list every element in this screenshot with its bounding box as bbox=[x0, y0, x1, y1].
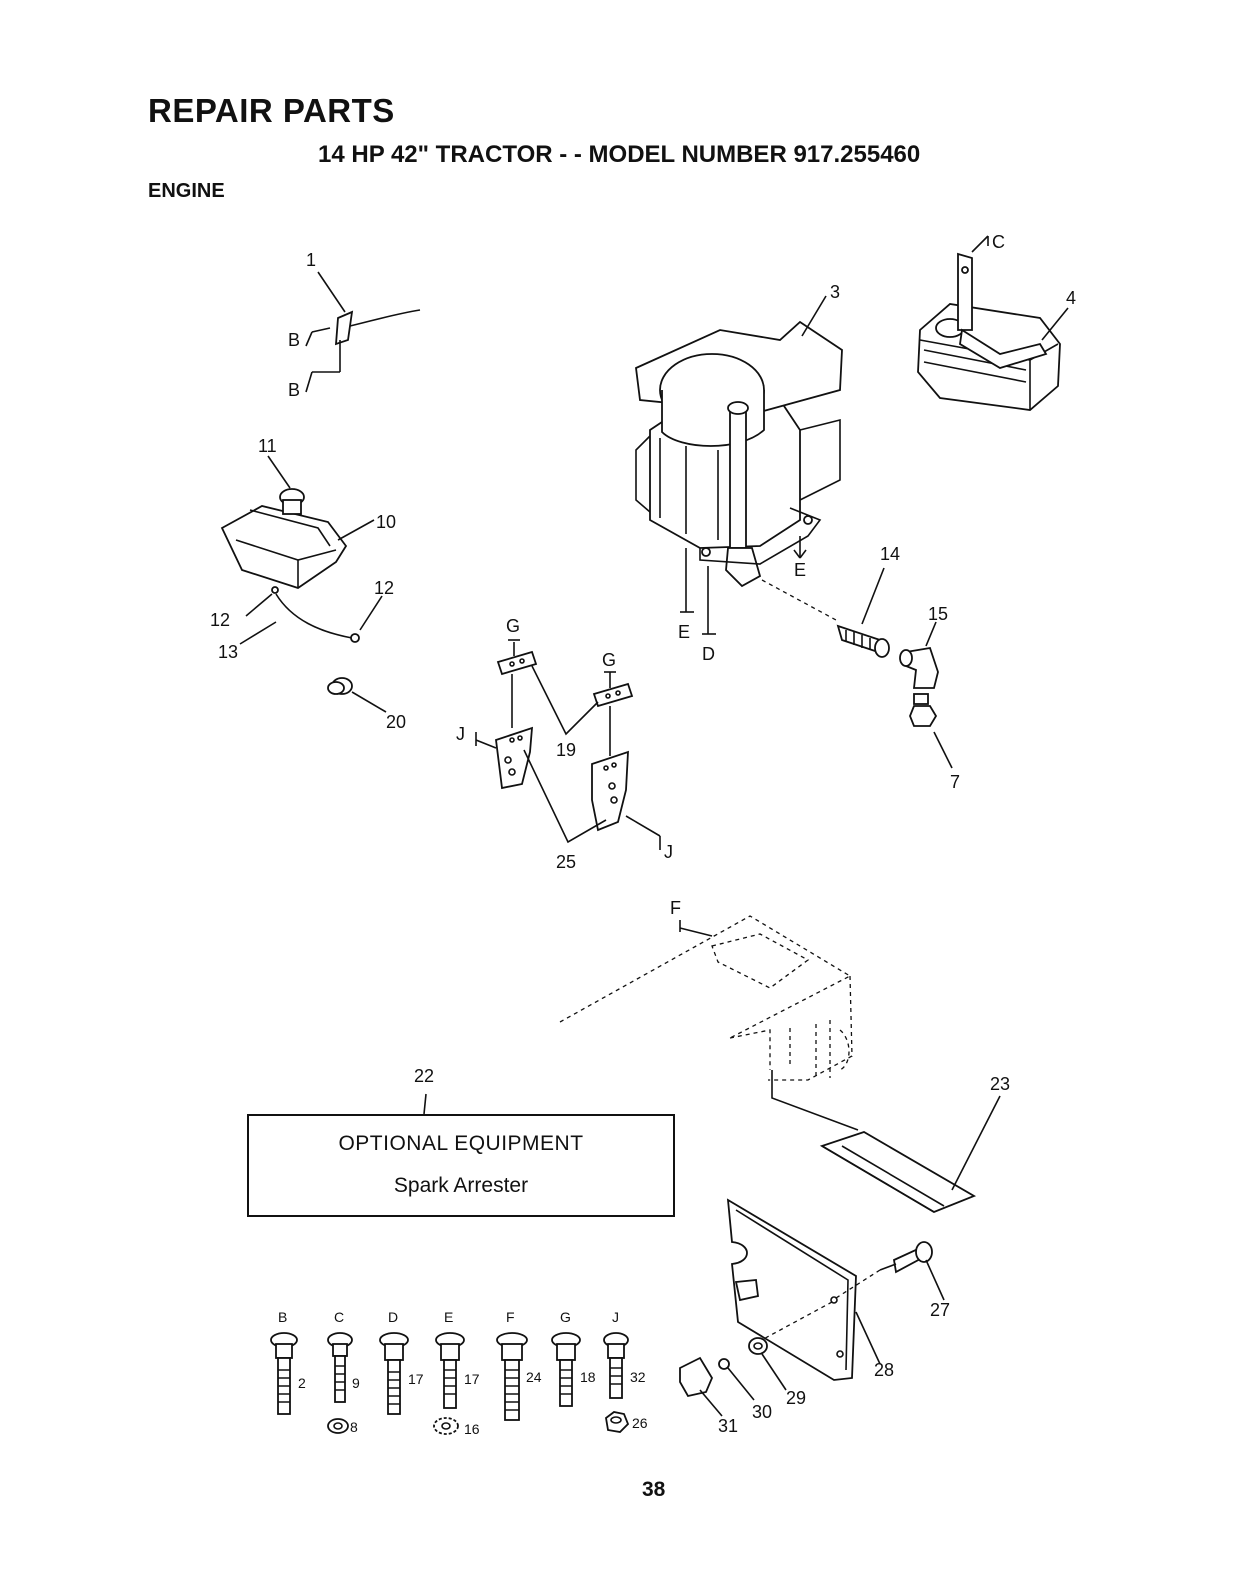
callout-31: 31 bbox=[718, 1416, 738, 1436]
key-letter-f: F bbox=[506, 1309, 515, 1325]
callout-30: 30 bbox=[752, 1402, 772, 1422]
callout-22-leader bbox=[424, 1094, 426, 1114]
key-letter-d: D bbox=[388, 1309, 398, 1325]
key-letter-g: G bbox=[560, 1309, 571, 1325]
callout-12-left: 12 bbox=[210, 610, 230, 630]
key-part-24: 24 bbox=[526, 1369, 542, 1385]
bolt-b bbox=[271, 1333, 297, 1414]
key-letter-c: C bbox=[334, 1309, 344, 1325]
key-part-18: 18 bbox=[580, 1369, 596, 1385]
ref-c: C bbox=[992, 232, 1005, 252]
hardware-key bbox=[271, 1333, 628, 1434]
callout-28: 28 bbox=[874, 1360, 894, 1380]
callout-27: 27 bbox=[930, 1300, 950, 1320]
callout-25: 25 bbox=[556, 852, 576, 872]
ref-e-right: E bbox=[794, 560, 806, 580]
key-part-2: 2 bbox=[298, 1375, 306, 1391]
key-part-17-e: 17 bbox=[464, 1371, 480, 1387]
callout-29: 29 bbox=[786, 1388, 806, 1408]
engine-part bbox=[636, 296, 842, 634]
callout-19: 19 bbox=[556, 740, 576, 760]
key-washer-8: 8 bbox=[350, 1419, 358, 1435]
callout-7: 7 bbox=[950, 772, 960, 792]
bolt-f bbox=[497, 1333, 527, 1420]
callout-11: 11 bbox=[258, 436, 277, 456]
ref-g-left: G bbox=[506, 616, 520, 636]
key-letter-b: B bbox=[278, 1309, 287, 1325]
callout-12-right: 12 bbox=[374, 578, 394, 598]
callout-15: 15 bbox=[928, 604, 948, 624]
ref-b-lower: B bbox=[288, 380, 300, 400]
ref-e-left: E bbox=[678, 622, 690, 642]
ref-j-left: J bbox=[456, 724, 465, 744]
callout-10: 10 bbox=[376, 512, 396, 532]
fuel-tank-part bbox=[222, 456, 386, 712]
bolt-d bbox=[380, 1333, 408, 1414]
callout-23: 23 bbox=[990, 1074, 1010, 1094]
callout-20: 20 bbox=[386, 712, 406, 732]
key-part-17-d: 17 bbox=[408, 1371, 424, 1387]
fittings-part bbox=[838, 568, 952, 768]
callout-13: 13 bbox=[218, 642, 238, 662]
ref-d: D bbox=[702, 644, 715, 664]
spark-arrester-plate-part bbox=[680, 1200, 944, 1416]
ref-g-right: G bbox=[602, 650, 616, 670]
callout-3: 3 bbox=[830, 282, 840, 302]
frame-outline-part bbox=[560, 916, 1000, 1212]
bolt-e bbox=[434, 1333, 464, 1434]
ref-j-right: J bbox=[664, 842, 673, 862]
callout-1: 1 bbox=[306, 250, 316, 270]
throttle-cable-part bbox=[306, 272, 420, 392]
bolt-c bbox=[328, 1333, 352, 1433]
bolt-g bbox=[552, 1333, 580, 1406]
callout-22: 22 bbox=[414, 1066, 434, 1086]
callout-14: 14 bbox=[880, 544, 900, 564]
key-letter-j: J bbox=[612, 1309, 619, 1325]
muffler-part bbox=[918, 236, 1068, 410]
key-letter-e: E bbox=[444, 1309, 453, 1325]
ref-b-upper: B bbox=[288, 330, 300, 350]
callout-4: 4 bbox=[1066, 288, 1076, 308]
key-part-32: 32 bbox=[630, 1369, 646, 1385]
key-part-9: 9 bbox=[352, 1375, 360, 1391]
bolt-j bbox=[604, 1333, 628, 1432]
ref-f: F bbox=[670, 898, 681, 918]
key-washer-26: 26 bbox=[632, 1415, 648, 1431]
key-washer-16: 16 bbox=[464, 1421, 480, 1437]
